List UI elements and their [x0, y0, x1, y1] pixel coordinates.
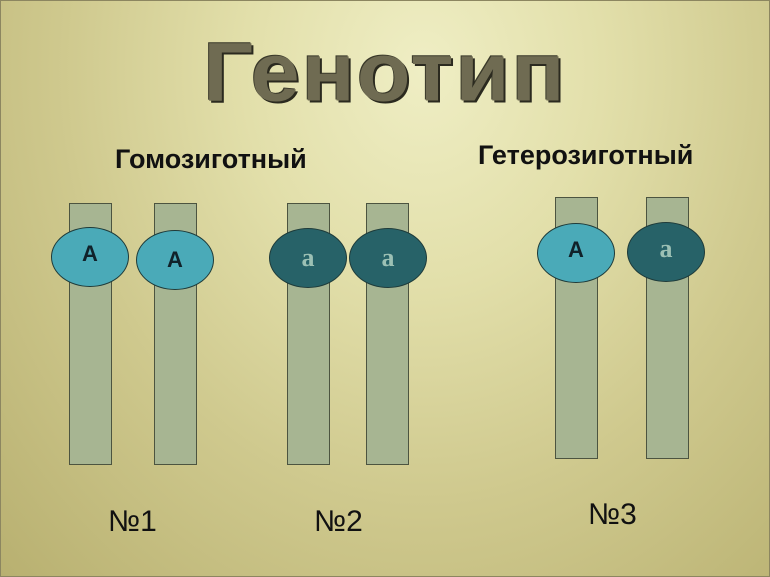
allele-letter: a	[301, 243, 315, 272]
pair-label: №2	[314, 505, 363, 538]
allele-letter: A	[167, 247, 183, 272]
allele-letter: A	[568, 237, 584, 262]
homozygous-heading: Гомозиготный	[115, 144, 307, 174]
allele-letter: A	[82, 241, 98, 266]
allele-letter: a	[659, 234, 673, 263]
allele-dominant: A	[537, 223, 615, 283]
allele-recessive: a	[349, 228, 427, 288]
pair-label: №1	[108, 505, 157, 538]
allele-dominant: A	[136, 230, 214, 290]
allele-dominant: A	[51, 227, 129, 287]
slide-title: Генотип	[203, 24, 567, 119]
heterozygous-heading: Гетерозиготный	[478, 140, 694, 170]
allele-recessive: a	[269, 228, 347, 288]
allele-recessive: a	[627, 222, 705, 282]
pair-label: №3	[588, 498, 637, 531]
allele-letter: a	[381, 243, 395, 272]
